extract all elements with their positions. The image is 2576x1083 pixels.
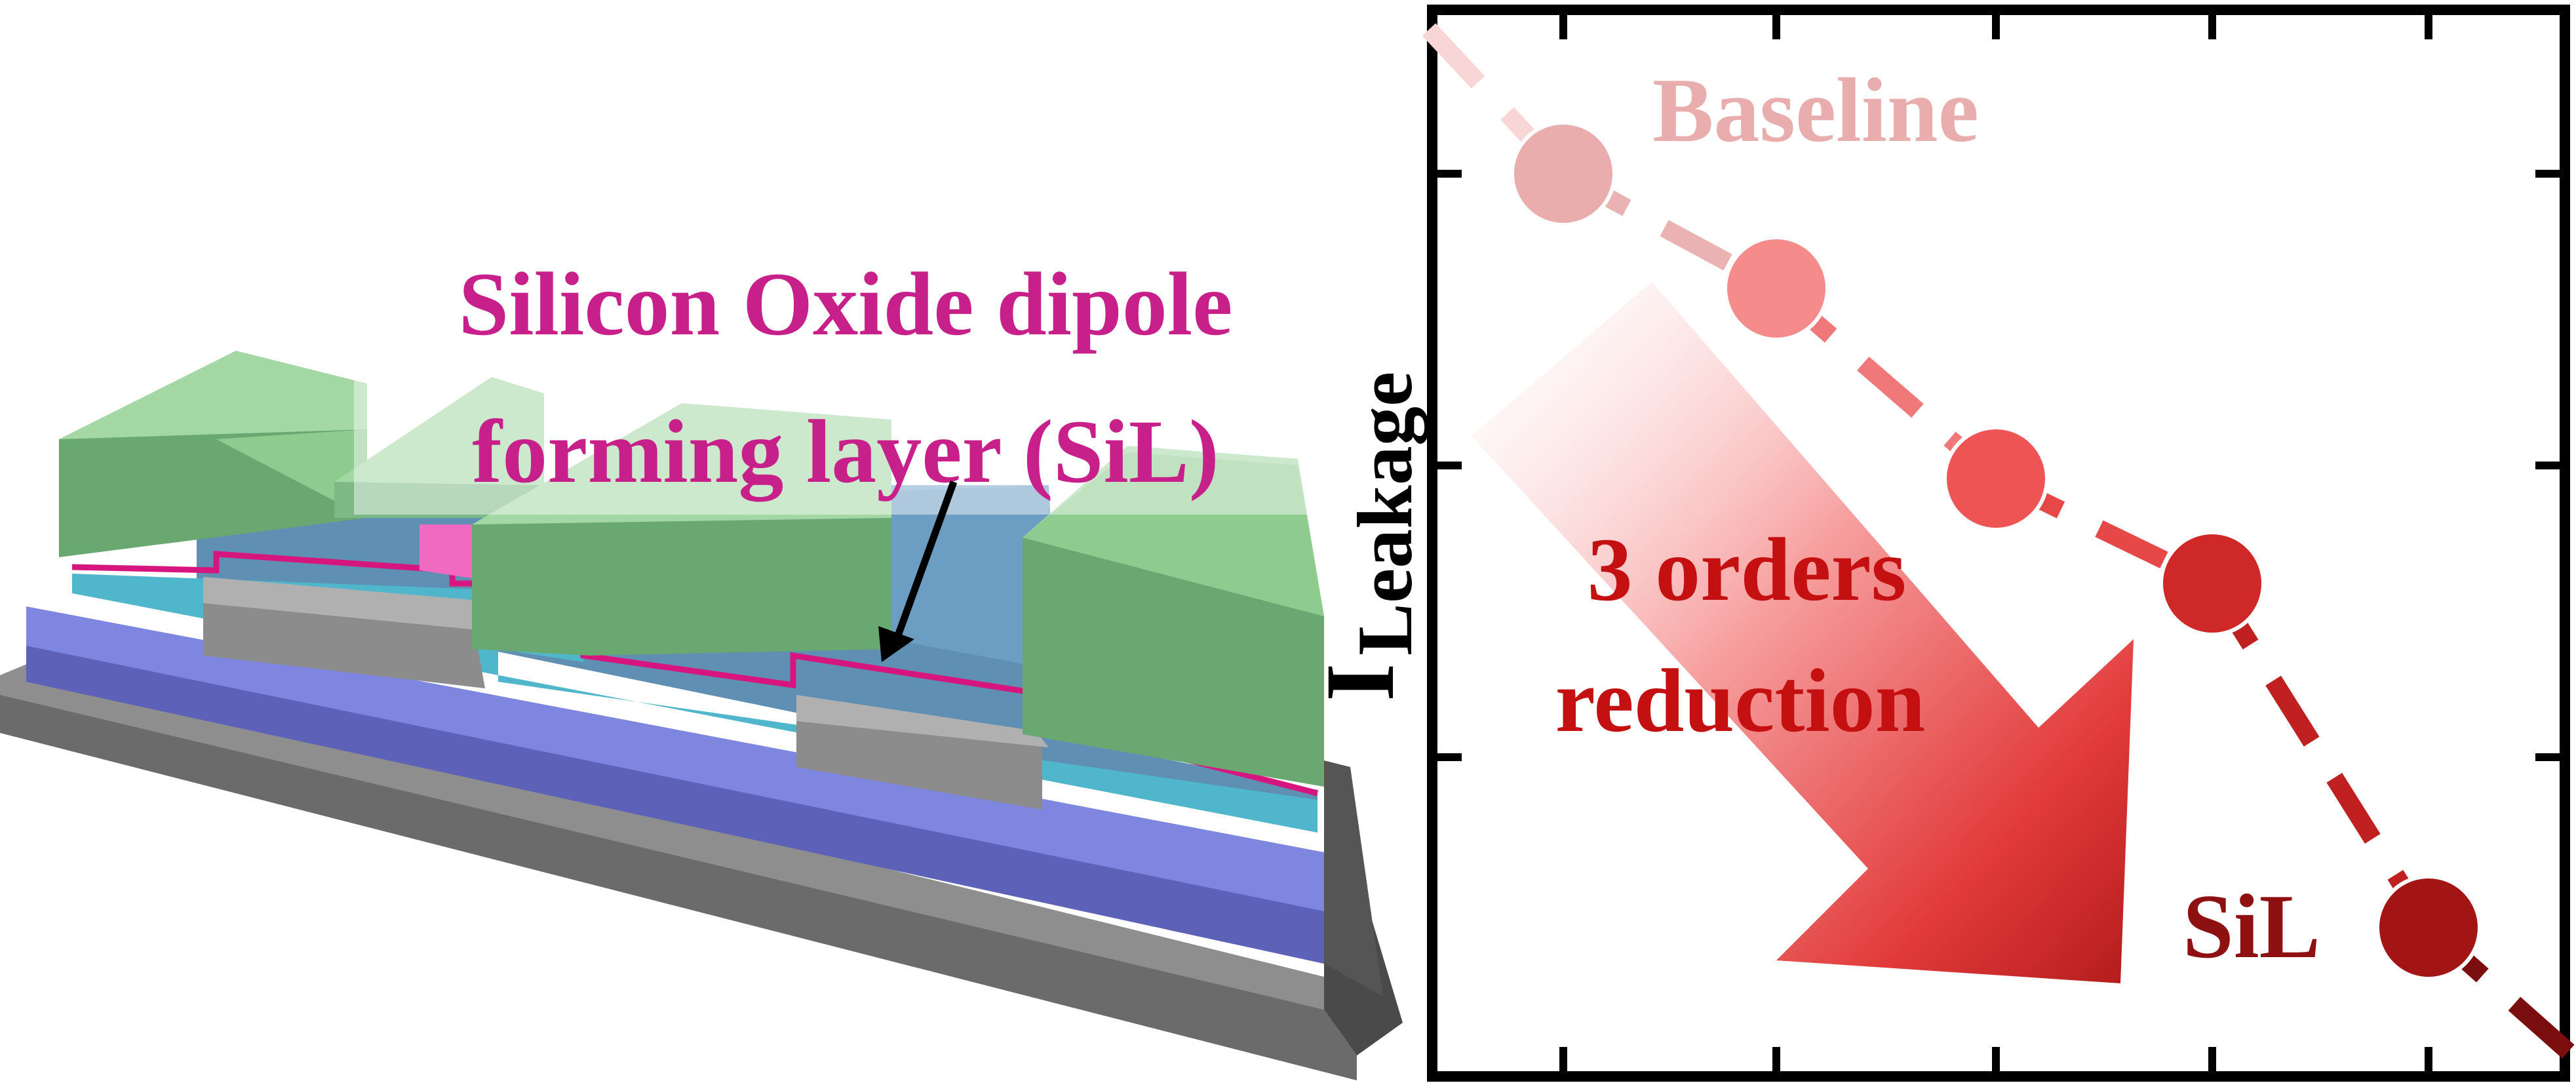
annotation-pointer-line — [893, 481, 958, 640]
y-axis-label: I Leakage — [1306, 372, 1429, 701]
gate-pad-left-top — [203, 577, 492, 629]
arrow-label-line-2: reduction — [1555, 650, 1926, 751]
green-block-2-top — [334, 377, 544, 485]
green-block-4-light — [1023, 452, 1324, 616]
device-diagram: Silicon Oxide dipole forming layer (SiL) — [0, 254, 1403, 1080]
top-ticks — [1559, 10, 2432, 39]
bottom-ticks — [1559, 1047, 2432, 1076]
leakage-chart: Baseline SiL 3 orders reduction I Leakag… — [1306, 5, 2576, 1082]
green-block-1-top — [59, 351, 367, 439]
green-block-2-front — [334, 482, 544, 518]
arrow-label-line-1: 3 orders — [1588, 519, 1907, 620]
annotation-line-1: Silicon Oxide dipole — [459, 254, 1233, 354]
blue-substrate-front — [26, 646, 1324, 964]
left-ticks — [1432, 170, 1462, 761]
y-axis-label-sub: Leakage — [1341, 372, 1429, 656]
annotation-pointer-arrowhead — [878, 626, 914, 662]
reduction-arrow — [1472, 282, 2134, 983]
substrate-side — [1324, 760, 1383, 996]
data-point-1 — [1510, 121, 1616, 227]
label-panel — [354, 357, 1311, 515]
sil-label: SiL — [2183, 876, 2320, 977]
right-ticks — [2535, 170, 2565, 761]
data-point-4 — [2159, 530, 2265, 637]
green-block-3-front — [472, 518, 891, 656]
y-axis-label-main: I — [1306, 663, 1415, 701]
gate-pad-right-top — [796, 695, 1049, 747]
pink-region — [420, 524, 485, 580]
green-block-4-front — [1023, 538, 1324, 787]
data-point-3 — [1943, 425, 2049, 532]
data-point-2 — [1723, 235, 1829, 342]
annotation-line-2: forming layer (SiL) — [472, 401, 1219, 502]
baseline-label: Baseline — [1652, 60, 1979, 161]
green-block-3-top — [472, 403, 891, 531]
grey-base-layer — [0, 688, 1357, 1080]
green-block-1-right — [216, 429, 367, 518]
steel-blue-fin — [872, 485, 1049, 669]
data-point-5 — [2375, 875, 2482, 981]
